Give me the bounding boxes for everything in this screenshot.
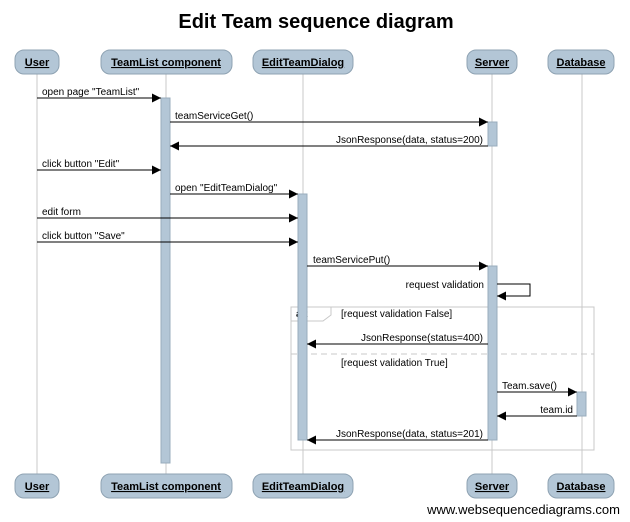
participant-label: User <box>25 57 50 69</box>
message-label: team.id <box>540 405 573 416</box>
participant-user-bottom: User <box>14 473 60 499</box>
message-click-edit: click button "Edit" <box>37 159 161 175</box>
alt-guard-false: [request validation False] <box>341 309 452 320</box>
participant-dialog-bottom: EditTeamDialog <box>252 473 354 499</box>
message-label: open "EditTeamDialog" <box>175 183 278 194</box>
alt-guard-true: [request validation True] <box>341 358 448 369</box>
participant-database-bottom: Database <box>547 473 615 499</box>
participant-label: User <box>25 481 50 493</box>
participant-label: Server <box>475 57 510 69</box>
message-label: click button "Edit" <box>42 159 120 170</box>
diagram-title: Edit Team sequence diagram <box>178 11 453 33</box>
message-label: JsonResponse(status=400) <box>361 333 483 344</box>
participant-teamlist-top: TeamList component <box>100 49 233 75</box>
message-label: JsonResponse(data, status=201) <box>336 429 483 440</box>
message-team-service-get: teamServiceGet() <box>170 111 488 127</box>
message-open-dialog: open "EditTeamDialog" <box>170 183 298 199</box>
message-json-response-200: JsonResponse(data, status=200) <box>170 135 488 151</box>
message-label: edit form <box>42 207 81 218</box>
message-label: Team.save() <box>502 381 557 392</box>
message-json-response-400: JsonResponse(status=400) <box>307 333 488 349</box>
message-open-page: open page "TeamList" <box>37 87 161 103</box>
activation-database <box>576 391 587 417</box>
participant-label: EditTeamDialog <box>262 481 344 493</box>
participant-user-top: User <box>14 49 60 75</box>
message-edit-form: edit form <box>37 207 298 223</box>
participant-label: TeamList component <box>111 481 221 493</box>
participant-database-top: Database <box>547 49 615 75</box>
participant-label: TeamList component <box>111 57 221 69</box>
message-label: teamServiceGet() <box>175 111 253 122</box>
activation-server-put <box>487 265 498 441</box>
participant-label: Database <box>557 481 606 493</box>
participant-server-bottom: Server <box>466 473 518 499</box>
participant-label: Server <box>475 481 510 493</box>
participant-server-top: Server <box>466 49 518 75</box>
message-label: click button "Save" <box>42 231 125 242</box>
activation-server-get <box>487 121 498 147</box>
message-team-id: team.id <box>497 405 577 421</box>
participant-dialog-top: EditTeamDialog <box>252 49 354 75</box>
message-label: request validation <box>406 280 484 291</box>
message-team-service-put: teamServicePut() <box>307 255 488 271</box>
participant-teamlist-bottom: TeamList component <box>100 473 233 499</box>
activation-dialog <box>297 193 308 441</box>
footer-watermark: www.websequencediagrams.com <box>426 502 620 517</box>
activation-teamlist <box>160 97 171 464</box>
message-label: teamServicePut() <box>313 255 390 266</box>
message-json-response-201: JsonResponse(data, status=201) <box>307 429 488 445</box>
message-request-validation: request validation <box>406 280 531 301</box>
message-team-save: Team.save() <box>497 381 577 397</box>
participant-label: Database <box>557 57 606 69</box>
message-label: JsonResponse(data, status=200) <box>336 135 483 146</box>
message-click-save: click button "Save" <box>37 231 298 247</box>
message-label: open page "TeamList" <box>42 87 140 98</box>
participant-label: EditTeamDialog <box>262 57 344 69</box>
